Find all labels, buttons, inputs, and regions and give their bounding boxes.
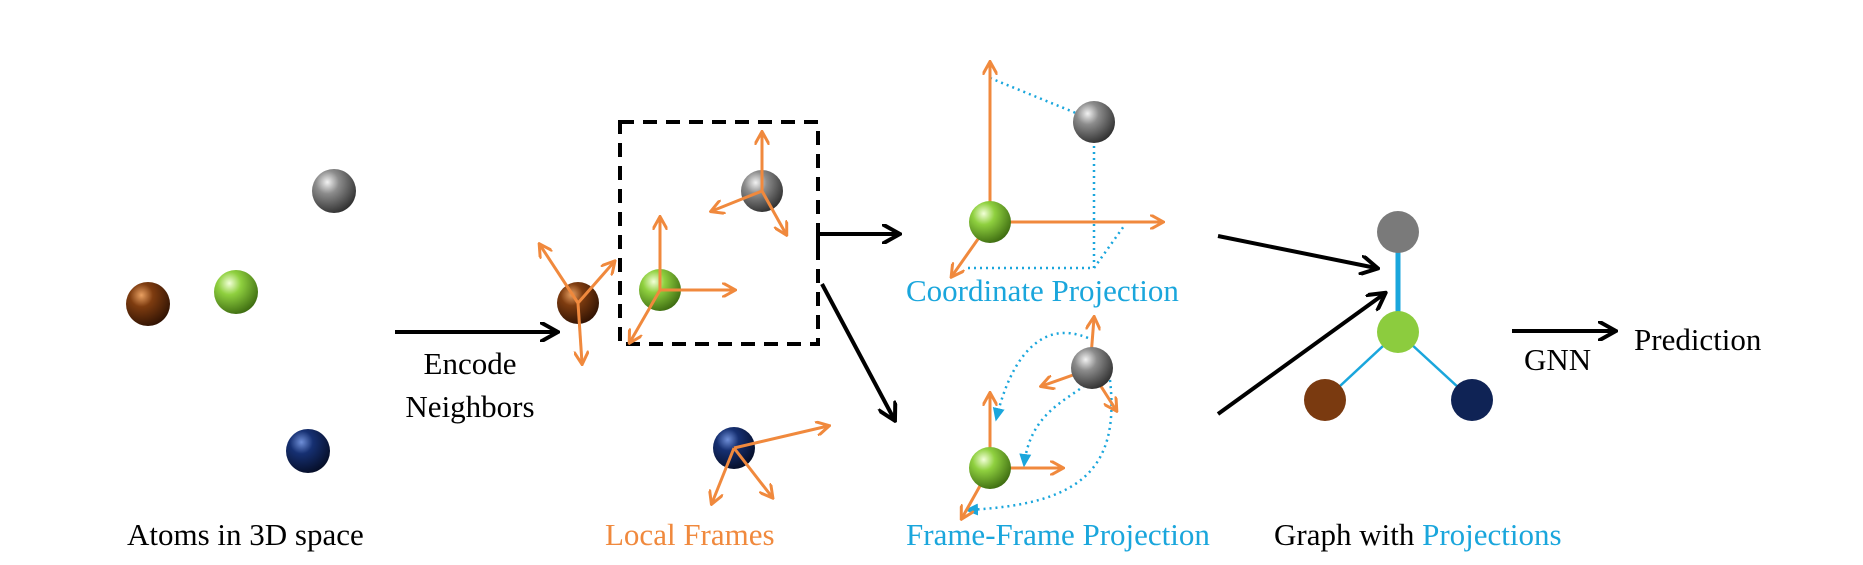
- graph-label: Graph with Projections: [1274, 517, 1562, 552]
- atom-green: [969, 201, 1011, 243]
- atom-gray: [312, 169, 356, 213]
- atom-gray: [1073, 101, 1115, 143]
- atom-brown: [126, 282, 170, 326]
- atom-green: [969, 447, 1011, 489]
- graph-label-projections: Projections: [1422, 517, 1562, 552]
- local-frame-gray: [712, 133, 786, 234]
- coordinate-projection-figure: [952, 63, 1162, 276]
- atoms-group: [126, 169, 356, 473]
- local-frame-navy: [712, 426, 828, 503]
- encode-label-line1: Encode: [424, 346, 517, 381]
- local-frame-brown: [540, 245, 614, 363]
- atom-gray: [1071, 347, 1113, 389]
- local-frame-green: [630, 218, 734, 342]
- atom-green: [214, 270, 258, 314]
- branch-arrow-top: [816, 234, 898, 247]
- frame-frame-projection-label: Frame-Frame Projection: [906, 517, 1210, 552]
- merge-arrow-top: [1217, 234, 1376, 268]
- encode-label-line2: Neighbors: [405, 389, 534, 424]
- graph-node-green: [1377, 311, 1419, 353]
- graph-label-prefix: Graph with: [1274, 517, 1422, 552]
- atom-navy: [286, 429, 330, 473]
- gnn-label: GNN: [1524, 342, 1591, 377]
- graph-node-navy: [1451, 379, 1493, 421]
- local-frames-label: Local Frames: [605, 517, 775, 552]
- prediction-label: Prediction: [1634, 322, 1762, 357]
- merge-arrow-bottom: [1216, 294, 1384, 416]
- frame-frame-projection-figure: [962, 318, 1116, 518]
- graph-node-gray: [1377, 211, 1419, 253]
- projection-graph: [1304, 211, 1493, 421]
- atoms-label: Atoms in 3D space: [127, 517, 364, 552]
- graph-node-brown: [1304, 379, 1346, 421]
- coordinate-projection-label: Coordinate Projection: [906, 273, 1179, 308]
- branch-arrow-bottom: [820, 283, 894, 419]
